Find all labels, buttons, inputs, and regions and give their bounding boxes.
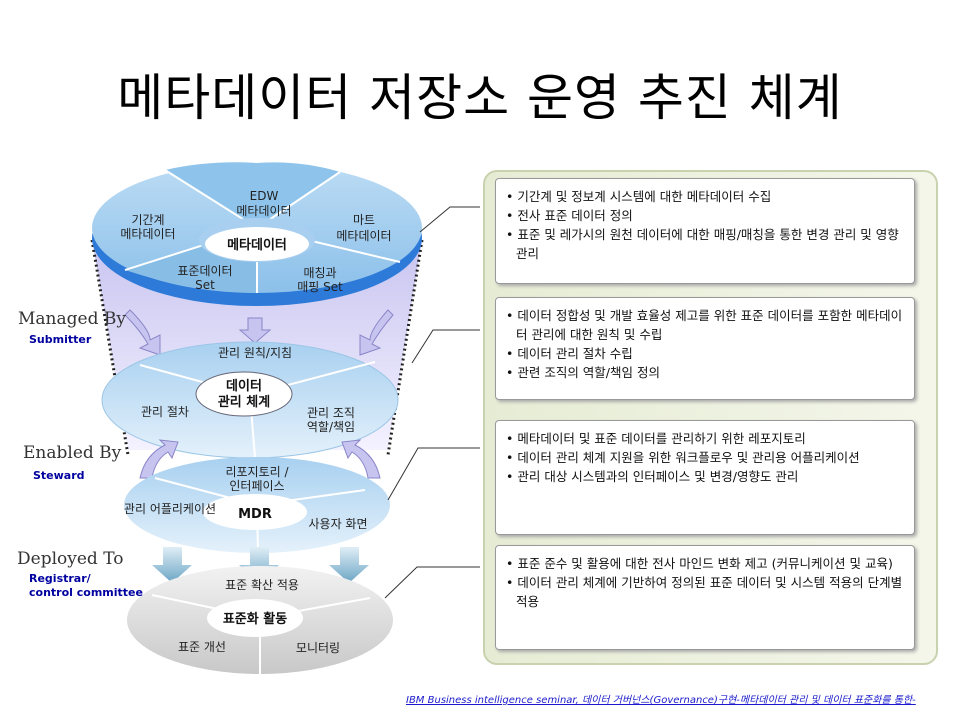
source-link[interactable]: IBM Business intelligence seminar, 데이터 거… <box>406 695 916 706</box>
segment-label: EDW <box>250 189 279 203</box>
description-item: 데이터 관리 절차 수립 <box>506 344 906 363</box>
description-item: 전사 표준 데이터 정의 <box>506 206 906 225</box>
description-item: 데이터 정합성 및 개발 효율성 제고를 위한 표준 데이터를 포함한 메타데이… <box>506 306 906 344</box>
segment-label: 표준 개선 <box>178 640 226 654</box>
segment-label: 인터페이스 <box>229 479 284 493</box>
segment-label: 관리 절차 <box>141 405 189 419</box>
description-item: 표준 준수 및 활용에 대한 전사 마인드 변화 제고 (커뮤니케이션 및 교육… <box>506 554 906 573</box>
segment-label: 데이터 <box>226 378 262 394</box>
role-label-managed-by: Managed By <box>18 309 126 329</box>
segment-label: 사용자 화면 <box>308 517 367 531</box>
role-sub-steward: Steward <box>33 469 85 482</box>
description-box-standardization: 표준 준수 및 활용에 대한 전사 마인드 변화 제고 (커뮤니케이션 및 교육… <box>495 545 915 650</box>
description-item: 데이터 관리 체계 지원을 위한 워크플로우 및 관리용 어플리케이션 <box>506 448 906 467</box>
segment-label: Set <box>195 278 215 292</box>
role-sub-submitter: Submitter <box>29 333 92 346</box>
description-item: 기간계 및 정보계 시스템에 대한 메타데이터 수집 <box>506 187 906 206</box>
segment-label: 마트 <box>353 213 375 227</box>
segment-label: 메타데이터 <box>236 204 291 218</box>
role-label-deployed-to: Deployed To <box>17 549 124 569</box>
segment-label: 표준화 활동 <box>223 611 287 627</box>
description-item: 관리 대상 시스템과의 인터페이스 및 변경/영향도 관리 <box>506 467 906 486</box>
segment-label: 관리 어플리케이션 <box>124 502 216 516</box>
segment-label: 표준데이터 <box>177 264 232 278</box>
description-item: 메타데이터 및 표준 데이터를 관리하기 위한 레포지토리 <box>506 429 906 448</box>
segment-label: 관리 체계 <box>218 394 270 410</box>
segment-label: 리포지토리 / <box>225 465 289 479</box>
segment-label: 역할/책임 <box>307 419 355 434</box>
segment-label: 메타데이터 <box>120 227 175 241</box>
segment-label: 모니터링 <box>296 641 340 655</box>
role-sub-registrar: Registrar/ control committee <box>29 572 143 599</box>
segment-label: 기간계 <box>131 213 164 227</box>
segment-label: 관리 원칙/지침 <box>218 346 292 360</box>
segment-label: 매핑 Set <box>297 280 343 294</box>
segment-label: 관리 조직 <box>307 406 355 420</box>
segment-label: 매칭과 <box>303 266 336 280</box>
role-label-enabled-by: Enabled By <box>23 443 122 463</box>
segment-label: 메타데이터 <box>336 229 391 243</box>
description-box-governance: 데이터 정합성 및 개발 효율성 제고를 위한 표준 데이터를 포함한 메타데이… <box>495 297 915 400</box>
description-item: 데이터 관리 체계에 기반하여 정의된 표준 데이터 및 시스템 적용의 단계별… <box>506 573 906 611</box>
segment-label: MDR <box>238 507 272 522</box>
description-item: 관련 조직의 역할/책임 정의 <box>506 363 906 382</box>
description-box-mdr: 메타데이터 및 표준 데이터를 관리하기 위한 레포지토리데이터 관리 체계 지… <box>495 420 915 535</box>
description-item: 표준 및 레가시의 원천 데이터에 대한 매핑/매칭을 통한 변경 관리 및 영… <box>506 225 906 263</box>
page-title: 메타데이터 저장소 운영 추진 체계 <box>117 69 843 127</box>
segment-label: 표준 확산 적용 <box>225 578 299 592</box>
metadata-center: 메타데이터 <box>227 237 287 253</box>
description-box-metadata: 기간계 및 정보계 시스템에 대한 메타데이터 수집전사 표준 데이터 정의표준… <box>495 178 915 284</box>
